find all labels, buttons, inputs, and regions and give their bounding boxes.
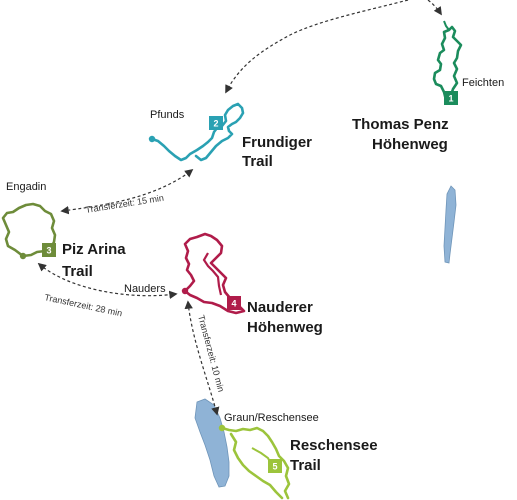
- place-label-nauders: Nauders: [124, 283, 166, 295]
- trail-4-number: 4: [231, 299, 236, 309]
- transfer-arrow-to-feichten: [427, 0, 442, 16]
- transfer-label-engadin-nauders: Transferzeit: 28 min: [44, 292, 124, 318]
- trail-5-route[interactable]: [220, 426, 291, 500]
- place-label-feichten: Feichten: [462, 77, 504, 89]
- trail-2-badge[interactable]: [209, 116, 223, 130]
- trail-5-start: [218, 424, 226, 432]
- trail-4-inner-loop: [202, 252, 223, 296]
- trail-4-badge[interactable]: [227, 296, 241, 310]
- transfer-arrow-nauders-graun: [184, 300, 220, 416]
- trail-4-route[interactable]: [183, 232, 246, 315]
- trail-4-name-line1: Nauderer: [247, 299, 313, 316]
- trail-2-route[interactable]: [150, 102, 245, 162]
- lake-upper: [443, 185, 457, 264]
- trail-4-name-line2: Höhenweg: [247, 319, 323, 336]
- trail-1-badge[interactable]: [444, 91, 458, 105]
- trail-5-number: 5: [272, 462, 277, 472]
- trail-1-route[interactable]: [432, 25, 463, 103]
- place-label-pfunds: Pfunds: [150, 109, 185, 121]
- trail-1-spur: [443, 20, 450, 31]
- transfer-label-engadin-pfunds: Transferzeit: 15 min: [85, 193, 165, 215]
- transfer-arrow-feichten-pfunds: [225, 0, 409, 94]
- trail-5-name-line1: Reschensee: [290, 437, 378, 454]
- place-label-graun: Graun/Reschensee: [224, 412, 319, 424]
- trail-1-number: 1: [448, 94, 453, 104]
- trail-5-badge[interactable]: [268, 459, 282, 473]
- trail-1-name-line1: Thomas Penz: [352, 116, 449, 133]
- trail-3-name-line2: Trail: [62, 263, 93, 280]
- trail-3-name-line1: Piz Arina: [62, 241, 126, 258]
- place-label-engadin: Engadin: [6, 181, 46, 193]
- trail-5-name-line2: Trail: [290, 457, 321, 474]
- transfer-label-nauders-graun: Transferzeit: 10 min: [196, 314, 226, 393]
- trail-2-name-line2: Trail: [242, 153, 273, 170]
- trail-5-loop[interactable]: [229, 432, 284, 500]
- trail-2-name-line1: Frundiger: [242, 134, 312, 151]
- trail-3-badge[interactable]: [42, 243, 56, 257]
- trail-1-name-line2: Höhenweg: [372, 136, 448, 153]
- transfer-arrow-engadin-pfunds: [60, 168, 194, 215]
- trail-2-number: 2: [213, 119, 218, 129]
- trail-3-start: [19, 252, 27, 260]
- transfer-arrow-engadin-nauders: [37, 262, 178, 300]
- trail-4-start: [181, 287, 189, 295]
- trail-3-number: 3: [46, 246, 51, 256]
- trail-2-start: [148, 135, 156, 143]
